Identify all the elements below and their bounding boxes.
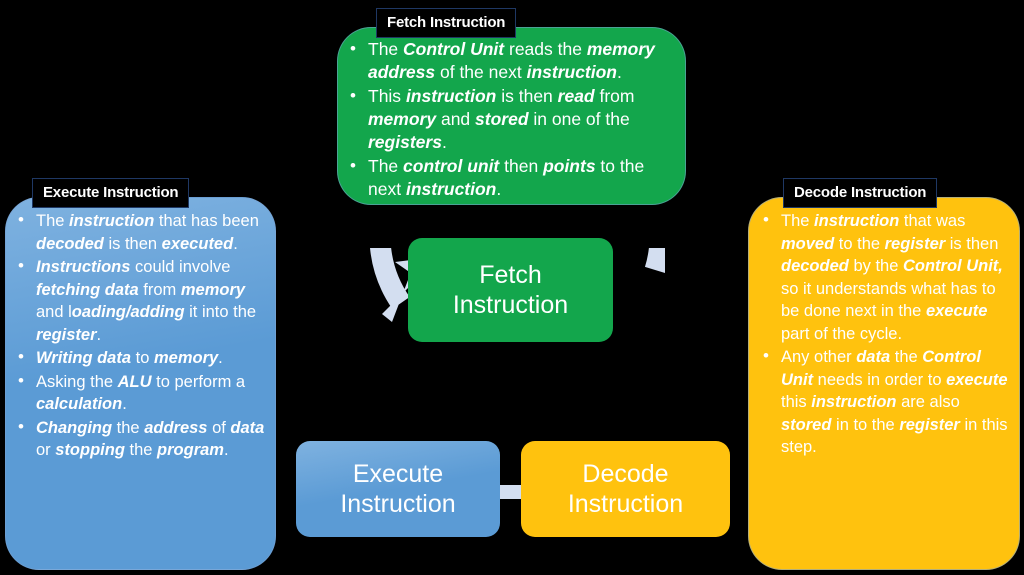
bullet-item: The instruction that was moved to the re…: [759, 209, 1011, 345]
info-panel-fetch: Fetch Instruction The Control Unit reads…: [337, 8, 686, 205]
cycle-box-decode[interactable]: Decode Instruction: [521, 441, 730, 537]
bullet-item: The control unit then points to the next…: [346, 154, 673, 201]
cycle-box-fetch[interactable]: Fetch Instruction: [408, 238, 613, 342]
bullet-list-fetch: The Control Unit reads the memory addres…: [346, 37, 673, 201]
bullet-item: This instruction is then read from memor…: [346, 84, 673, 154]
bullet-item: Instructions could involve fetching data…: [14, 255, 267, 346]
bullet-item: The Control Unit reads the memory addres…: [346, 37, 673, 84]
bullet-item: The instruction that has been decoded is…: [14, 209, 267, 255]
cycle-box-decode-label: Decode Instruction: [568, 459, 683, 519]
connector-execute-to-decode: [497, 485, 525, 499]
bullet-item: Changing the address of data or stopping…: [14, 416, 267, 462]
cycle-box-fetch-label: Fetch Instruction: [453, 260, 568, 320]
panel-title-fetch: Fetch Instruction: [376, 8, 517, 38]
cycle-box-execute-label: Execute Instruction: [340, 459, 455, 519]
cycle-box-decode-line2: Instruction: [567, 490, 684, 518]
cycle-box-fetch-line2: Instruction: [452, 291, 569, 319]
bullet-item: Asking the ALU to perform a calculation.: [14, 370, 267, 416]
cycle-box-execute-line2: Instruction: [340, 490, 456, 518]
cycle-box-fetch-line1: Fetch: [479, 261, 542, 289]
info-panel-decode: Decode Instruction The instruction that …: [748, 178, 1020, 570]
bullet-item: Any other data the Control Unit needs in…: [759, 345, 1011, 459]
panel-title-execute: Execute Instruction: [32, 178, 190, 208]
cycle-box-execute-line1: Execute: [352, 460, 444, 488]
bullet-item: Writing data to memory.: [14, 346, 267, 370]
bullet-list-execute: The instruction that has been decoded is…: [14, 209, 267, 462]
bullet-list-decode: The instruction that was moved to the re…: [759, 209, 1011, 459]
cycle-box-execute[interactable]: Execute Instruction: [296, 441, 500, 537]
cycle-box-decode-line1: Decode: [582, 460, 669, 488]
panel-title-decode: Decode Instruction: [783, 178, 938, 208]
info-panel-execute: Execute Instruction The instruction that…: [5, 178, 276, 570]
